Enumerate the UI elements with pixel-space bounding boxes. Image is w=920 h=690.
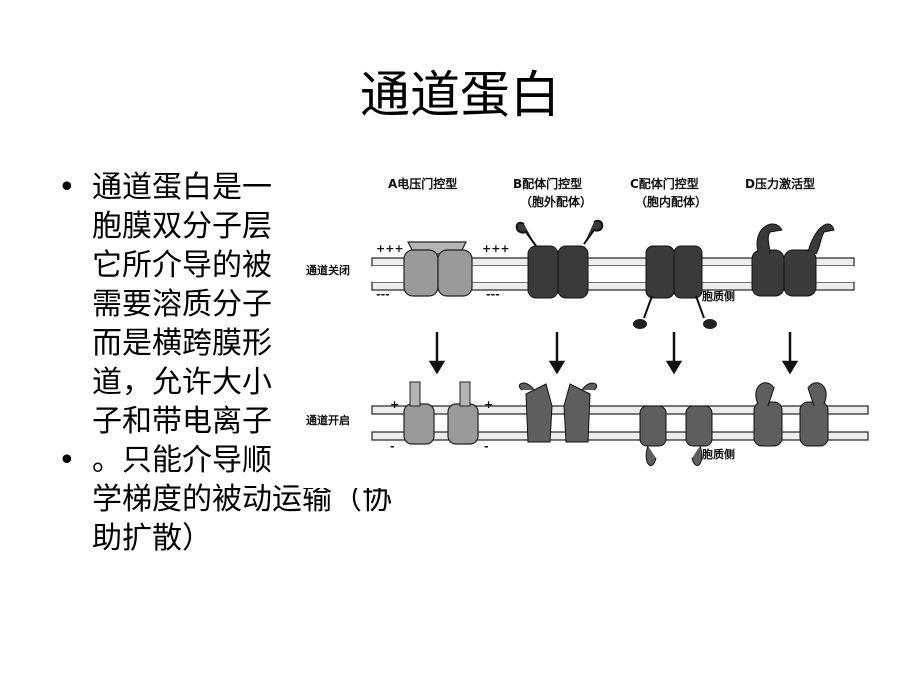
label-cytoplasm-side-open: 胞质侧 — [702, 447, 735, 461]
label-channel-open: 通道开启 — [306, 413, 350, 427]
bullet-line: 。只能介导顺 — [92, 443, 272, 478]
header-voltage-gated: A电压门控型 — [388, 176, 457, 191]
pressure-channel-open — [753, 382, 829, 447]
bullet-marker: • — [58, 443, 76, 478]
membrane-open — [371, 405, 869, 441]
charge-minus-right: --- — [486, 288, 500, 301]
bullet-line: 通道蛋白是一 — [92, 170, 272, 205]
header-ligand-extracellular-sub: （胞外配体） — [520, 194, 592, 209]
ligand-channel-intracellular-closed — [633, 245, 717, 329]
charge-plus-left: +++ — [376, 242, 404, 255]
label-channel-closed: 通道关闭 — [306, 263, 350, 277]
bullet-line: 它所介导的被 — [92, 248, 272, 283]
header-ligand-intracellular-sub: （胞内配体） — [635, 194, 707, 209]
charge-minus-open-left: - — [390, 440, 395, 453]
bullet-line: 需要溶质分子 — [92, 287, 272, 322]
ligand-channel-extracellular-open — [518, 382, 598, 443]
charge-plus-right: +++ — [482, 242, 510, 255]
bullet-item-1: • 通道蛋白是一 胞膜双分子层 它所介导的被 需要溶质分子 而是横跨膜形 道，允… — [58, 168, 458, 441]
membrane-closed — [371, 257, 855, 291]
slide-title: 通道蛋白 — [360, 66, 560, 124]
transition-arrows — [428, 332, 799, 375]
charge-plus-open-right: + — [484, 398, 493, 411]
bullet-line: 子和带电离子 — [92, 404, 272, 439]
bullet-line: 道，允许大小 — [92, 365, 272, 400]
header-pressure-activated: D压力激活型 — [745, 176, 815, 191]
ligand-channel-intracellular-open — [639, 405, 713, 466]
charge-minus-left: --- — [376, 288, 390, 301]
voltage-channel-open — [403, 381, 479, 445]
charge-minus-open-right: - — [484, 440, 489, 453]
header-ligand-extracellular: B配体门控型 — [513, 176, 582, 191]
bullet-line: 而是横跨膜形 — [92, 326, 272, 361]
channel-protein-figure: A电压门控型 B配体门控型 （胞外配体） C配体门控型 （胞内配体） D压力激活… — [300, 158, 880, 488]
voltage-channel-closed — [403, 241, 473, 297]
charge-plus-open-left: + — [390, 398, 399, 411]
label-cytoplasm-side-closed: 胞质侧 — [702, 289, 735, 303]
pressure-channel-closed — [751, 223, 835, 297]
ligand-channel-extracellular-closed — [515, 219, 604, 299]
bullet-list: • 通道蛋白是一 胞膜双分子层 它所介导的被 需要溶质分子 而是横跨膜形 道，允… — [58, 168, 458, 558]
channel-diagram: A电压门控型 B配体门控型 （胞外配体） C配体门控型 （胞内配体） D压力激活… — [306, 176, 869, 466]
bullet-line: 胞膜双分子层 — [92, 209, 272, 244]
header-ligand-intracellular: C配体门控型 — [630, 176, 699, 191]
bullet-line: 助扩散） — [92, 521, 212, 556]
bullet-marker: • — [58, 170, 76, 205]
